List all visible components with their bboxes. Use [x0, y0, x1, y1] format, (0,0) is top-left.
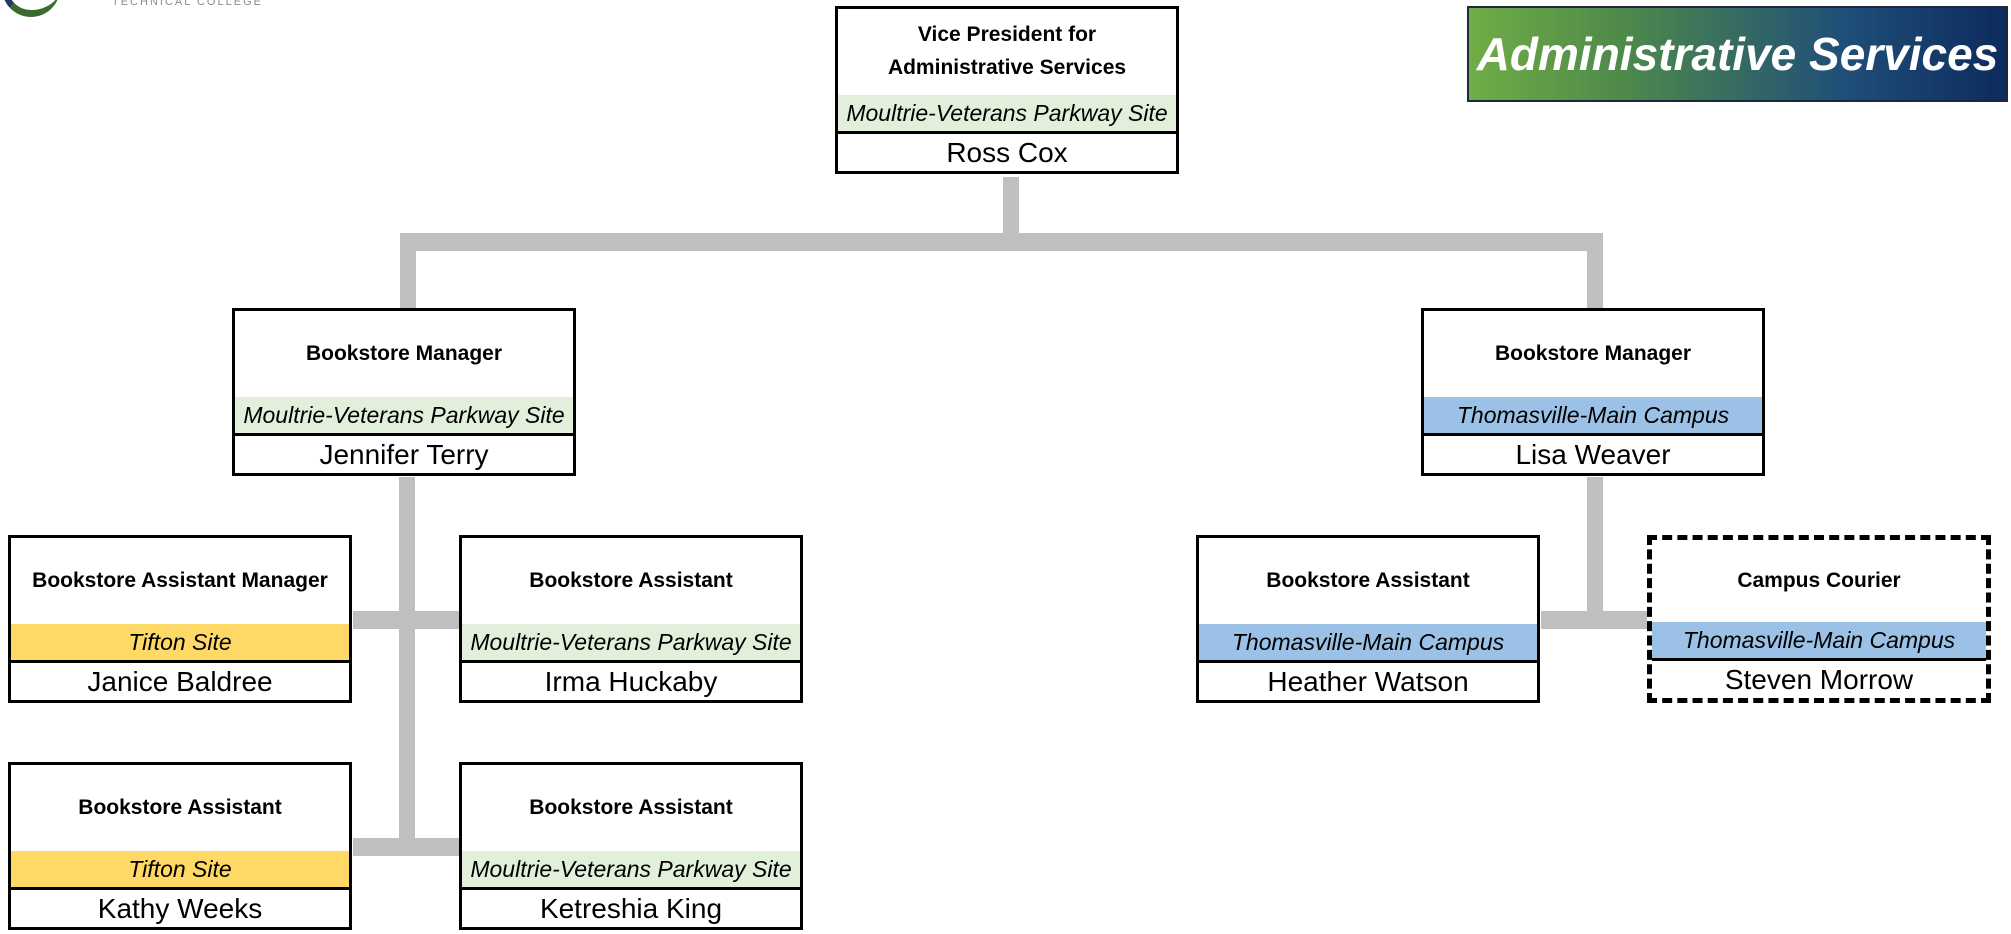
position-site: Tifton Site: [11, 851, 349, 887]
position-title: Bookstore Assistant: [78, 795, 282, 819]
position-site: Moultrie-Veterans Parkway Site: [462, 624, 800, 660]
department-banner: Administrative Services: [1467, 6, 2008, 102]
logo-swoosh-icon: [2, 0, 60, 17]
connector-right-row1: [1541, 611, 1649, 629]
connector-vp-down: [1003, 177, 1019, 233]
position-title: Bookstore Manager: [1494, 341, 1692, 365]
position-box-assistant-heather: Bookstore Assistant Thomasville-Main Cam…: [1196, 535, 1540, 703]
position-name: Jennifer Terry: [235, 433, 573, 473]
connector-top-horizontal: [400, 233, 1603, 251]
position-site: Moultrie-Veterans Parkway Site: [235, 397, 573, 433]
logo-tagline: TECHNICAL COLLEGE: [112, 0, 263, 8]
banner-title: Administrative Services: [1476, 28, 1999, 80]
connector-left-drop: [400, 233, 416, 308]
position-box-bookstore-manager-left: Bookstore Manager Moultrie-Veterans Park…: [232, 308, 576, 476]
position-site: Thomasville-Main Campus: [1424, 397, 1762, 433]
position-name: Janice Baldree: [11, 660, 349, 700]
position-name: Heather Watson: [1199, 660, 1537, 700]
position-title: Bookstore Assistant: [529, 795, 733, 819]
position-name: Ketreshia King: [462, 887, 800, 927]
position-box-vp: Vice President for Administrative Servic…: [835, 6, 1179, 174]
position-title: Bookstore Assistant Manager: [32, 568, 328, 592]
position-name: Lisa Weaver: [1424, 433, 1762, 473]
position-name: Ross Cox: [838, 131, 1176, 171]
connector-left-row1: [353, 611, 461, 629]
position-box-assistant-manager: Bookstore Assistant Manager Tifton Site …: [8, 535, 352, 703]
position-name: Irma Huckaby: [462, 660, 800, 700]
position-title: Bookstore Assistant: [529, 568, 733, 592]
position-name: Kathy Weeks: [11, 887, 349, 927]
position-site: Moultrie-Veterans Parkway Site: [462, 851, 800, 887]
position-box-campus-courier: Campus Courier Thomasville-Main Campus S…: [1647, 535, 1991, 703]
college-logo: TECHNICAL COLLEGE: [0, 0, 270, 17]
position-box-assistant-kathy: Bookstore Assistant Tifton Site Kathy We…: [8, 762, 352, 930]
position-site: Thomasville-Main Campus: [1199, 624, 1537, 660]
position-site: Thomasville-Main Campus: [1652, 622, 1986, 658]
position-title: Vice President for Administrative Servic…: [887, 23, 1127, 79]
position-name: Steven Morrow: [1652, 658, 1986, 698]
position-box-assistant-ketreshia: Bookstore Assistant Moultrie-Veterans Pa…: [459, 762, 803, 930]
position-box-bookstore-manager-right: Bookstore Manager Thomasville-Main Campu…: [1421, 308, 1765, 476]
position-title: Bookstore Assistant: [1266, 568, 1470, 592]
connector-left-trunk: [399, 477, 415, 852]
position-box-assistant-irma: Bookstore Assistant Moultrie-Veterans Pa…: [459, 535, 803, 703]
position-site: Moultrie-Veterans Parkway Site: [838, 95, 1176, 131]
connector-right-drop: [1587, 233, 1603, 308]
position-title: Campus Courier: [1737, 568, 1901, 592]
position-site: Tifton Site: [11, 624, 349, 660]
connector-left-row2: [353, 838, 461, 856]
position-title: Bookstore Manager: [305, 341, 503, 365]
connector-right-trunk: [1587, 477, 1603, 612]
